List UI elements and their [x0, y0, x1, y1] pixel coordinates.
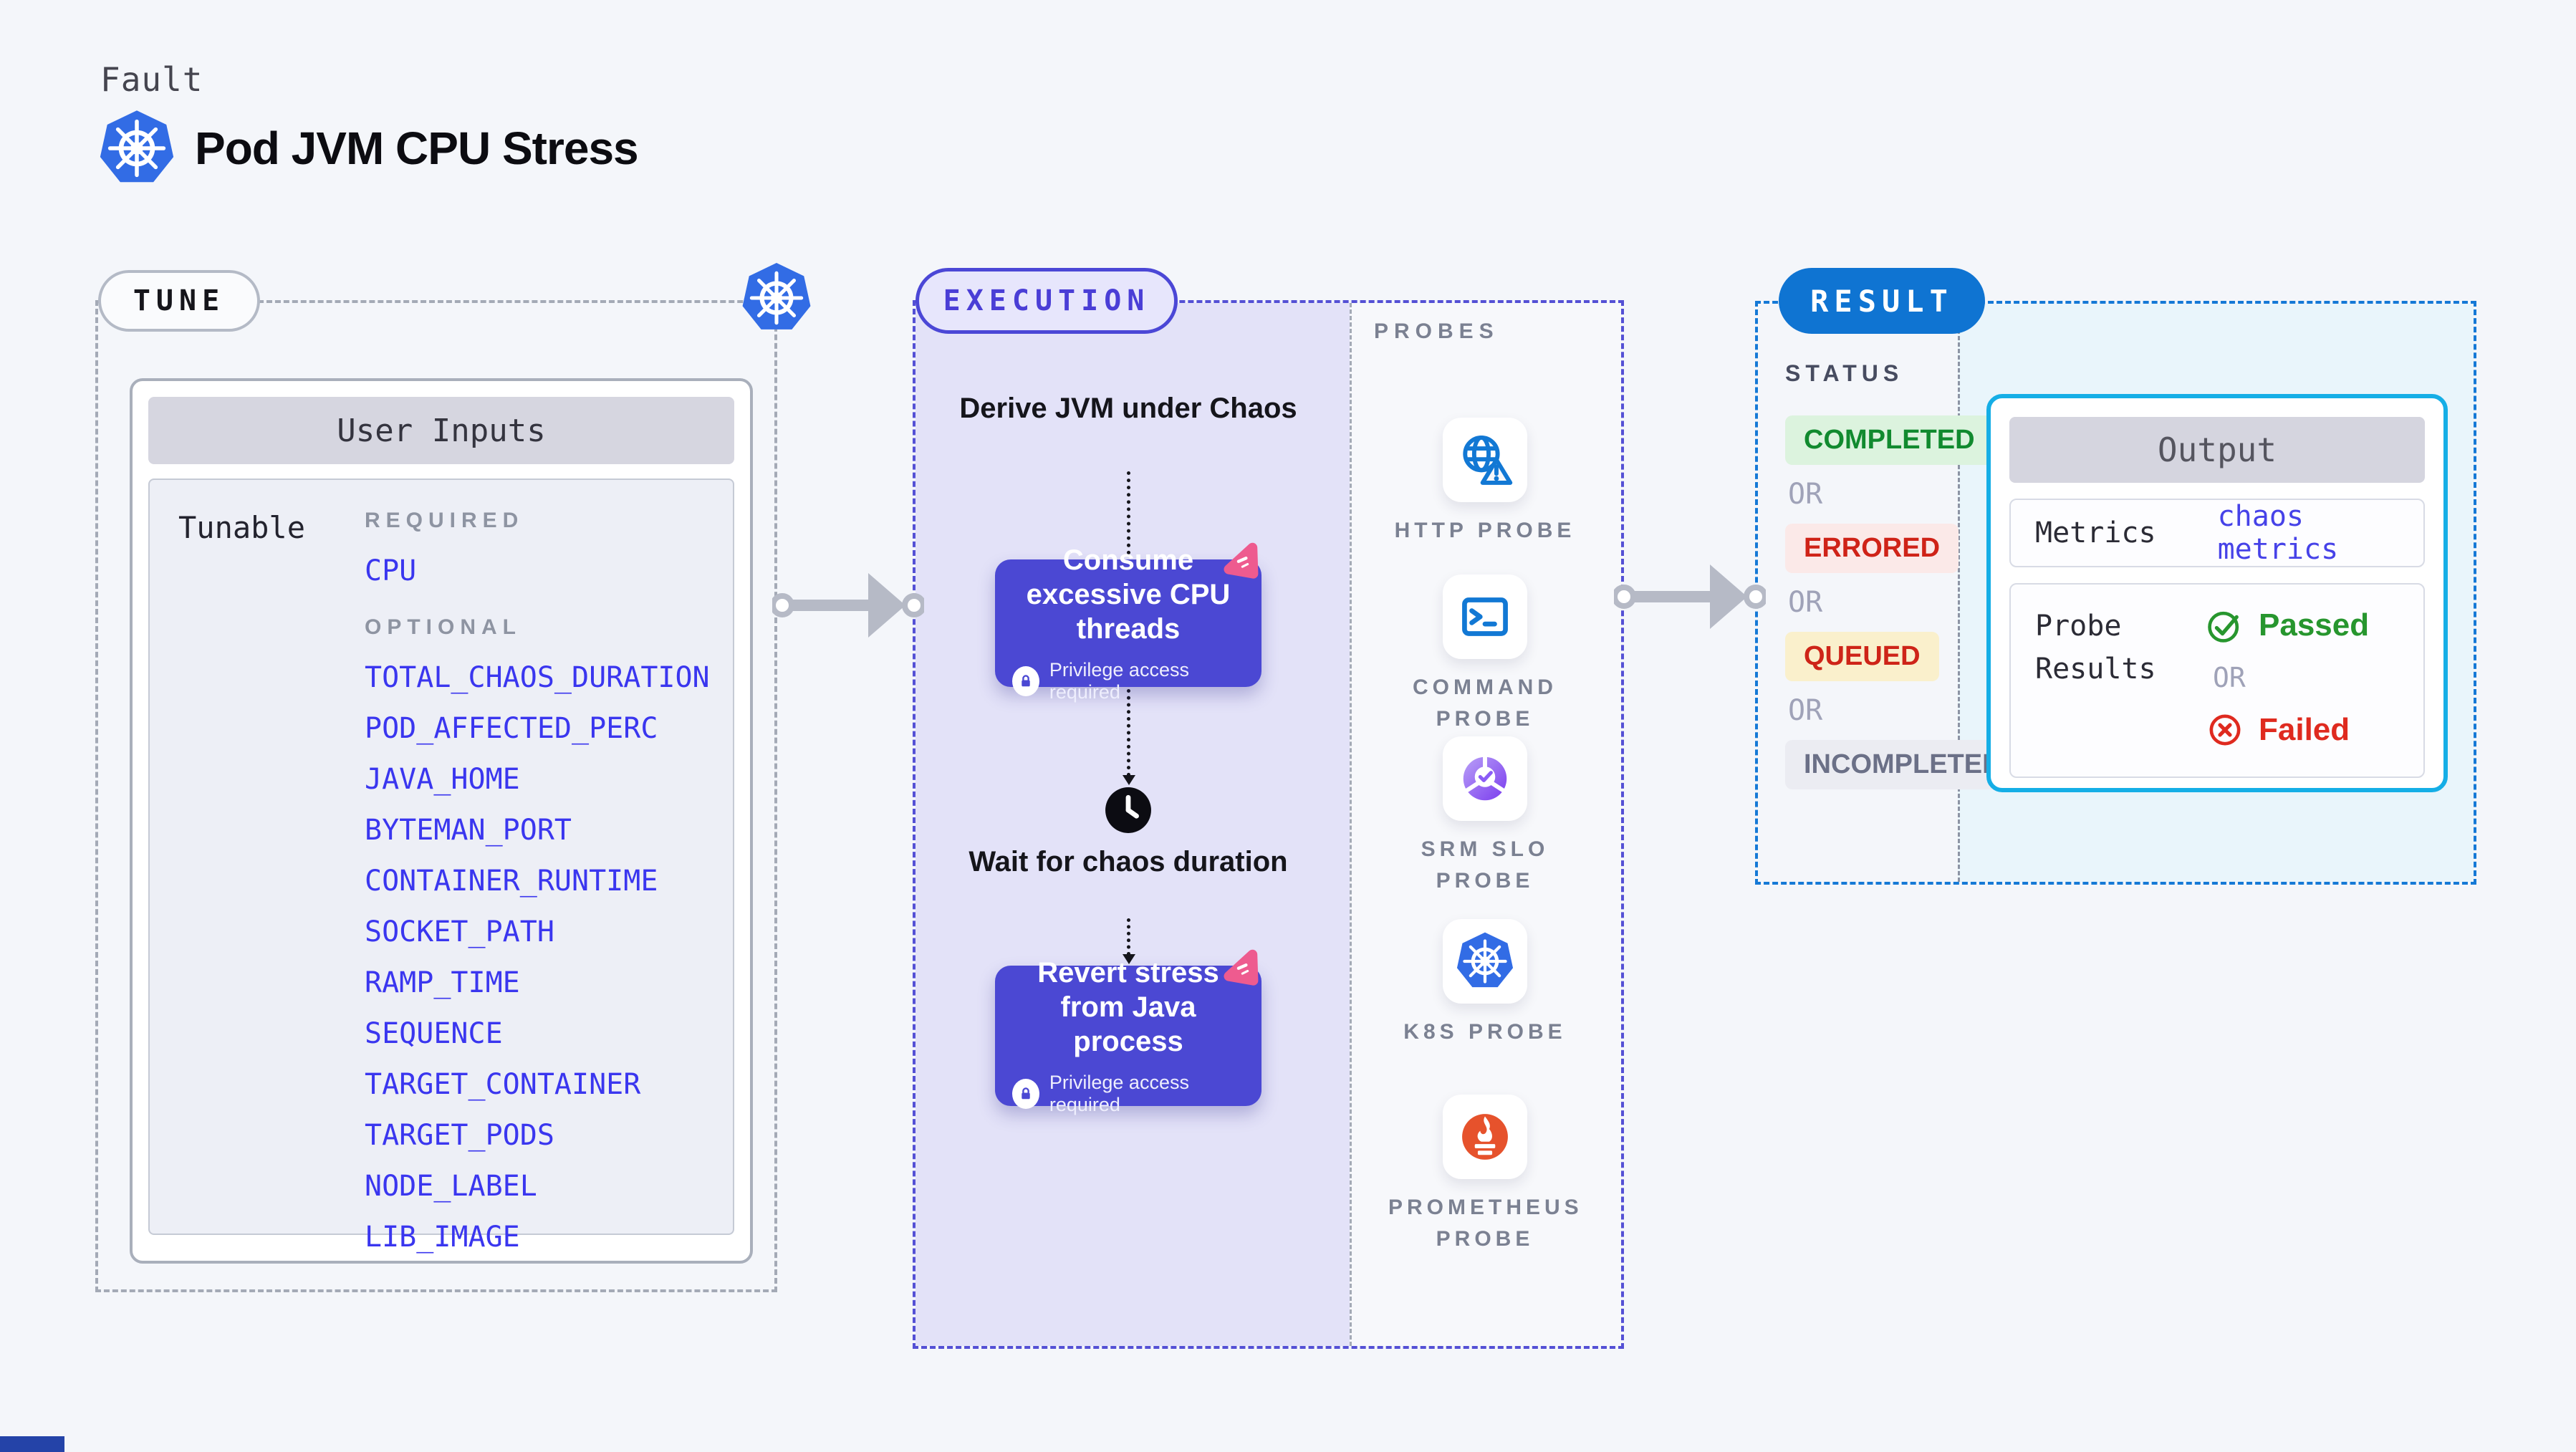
- revert-step-title: Revert stress from Java process: [1037, 957, 1219, 1057]
- status-heading: STATUS: [1785, 360, 1904, 386]
- status-badge: QUEUED: [1785, 632, 1939, 681]
- tunable-parameter: SEQUENCE: [365, 1017, 503, 1050]
- failed-line: Failed: [2204, 709, 2369, 751]
- tunable-parameter: NODE_LABEL: [365, 1170, 537, 1203]
- failed-text: Failed: [2259, 712, 2350, 747]
- tunable-parameter: JAVA_HOME: [365, 763, 520, 796]
- passed-line: Passed: [2204, 605, 2369, 646]
- probe-label: HTTP PROBE: [1394, 519, 1576, 542]
- or-separator: OR: [1788, 478, 1823, 511]
- x-circle-icon: [2209, 714, 2241, 746]
- lock-icon: [1012, 1079, 1039, 1109]
- flow-connector: [1127, 471, 1130, 554]
- tunable-parameter: TOTAL_CHAOS_DURATION: [365, 661, 710, 694]
- consume-step-title: Consume excessive CPU threads: [1026, 544, 1231, 645]
- derive-step-text: Derive JVM under Chaos: [959, 393, 1297, 424]
- tunable-parameter: TARGET_PODS: [365, 1119, 554, 1152]
- user-inputs-list: Tunable REQUIRED CPU OPTIONAL TOTAL_CHAO…: [148, 479, 734, 1254]
- probe-label: K8S PROBE: [1403, 1020, 1567, 1044]
- privilege-note: Privilege access required: [1012, 659, 1244, 703]
- metrics-label: Metrics: [2035, 516, 2156, 549]
- lock-icon: [1012, 666, 1039, 696]
- output-title: Output: [2009, 417, 2425, 483]
- flow-connector: [1123, 918, 1135, 964]
- probe-results-label: Probe Results: [2035, 610, 2156, 686]
- tunable-parameter: TARGET_CONTAINER: [365, 1068, 641, 1101]
- tunable-parameter: SOCKET_PATH: [365, 915, 554, 948]
- probes-heading: PROBES: [1374, 319, 1499, 343]
- terminal-icon: [1443, 574, 1527, 659]
- fault-eyebrow: Fault: [100, 60, 203, 99]
- tunable-parameter: BYTEMAN_PORT: [365, 814, 572, 847]
- probe-http: HTTP PROBE: [1378, 418, 1592, 547]
- probe-srm-slo: SRM SLO PROBE: [1378, 736, 1592, 896]
- partial-bottom-element: [0, 1436, 64, 1452]
- optional-heading: OPTIONAL: [365, 615, 522, 639]
- result-pill: RESULT: [1779, 268, 1985, 334]
- revert-stress-step: Revert stress from Java process Privileg…: [995, 957, 1261, 1115]
- consume-cpu-step: Consume excessive CPU threads Privilege …: [995, 544, 1261, 703]
- status-column: COMPLETED OR ERRORED OR QUEUED OR INCOMP…: [1785, 415, 2021, 789]
- probe-results-row: Probe Results Passed OR Faile: [2009, 583, 2425, 778]
- chaos-badge-icon: [1218, 537, 1267, 585]
- page-title: Pod JVM CPU Stress: [195, 122, 639, 174]
- or-separator: OR: [1788, 586, 1823, 619]
- probe-label: SRM SLO PROBE: [1421, 837, 1549, 893]
- privilege-note-text: Privilege access required: [1049, 1072, 1189, 1115]
- tunable-parameter: POD_AFFECTED_PERC: [365, 712, 658, 745]
- required-heading: REQUIRED: [365, 509, 524, 532]
- arrow-tune-to-execution: [772, 573, 924, 638]
- or-separator: OR: [2213, 662, 2246, 693]
- probe-label: COMMAND PROBE: [1413, 675, 1557, 731]
- metrics-row: Metrics chaos metrics: [2009, 499, 2425, 567]
- or-separator: OR: [1788, 694, 1823, 727]
- wait-step-text: Wait for chaos duration: [969, 846, 1288, 878]
- metrics-value: chaos metrics: [2217, 500, 2339, 566]
- user-inputs-title: User Inputs: [148, 397, 734, 464]
- tunable-label: Tunable: [178, 510, 306, 545]
- tune-section-box: [95, 300, 777, 1292]
- tunable-parameter: CPU: [365, 554, 417, 587]
- privilege-note-text: Privilege access required: [1049, 659, 1189, 703]
- kubernetes-icon: [97, 109, 176, 189]
- tunable-parameter: RAMP_TIME: [365, 966, 520, 999]
- status-badge: INCOMPLETED: [1785, 740, 2021, 789]
- tune-pill: TUNE: [98, 270, 260, 332]
- flow-connector: [1123, 689, 1135, 785]
- kubernetes-icon: [740, 261, 813, 337]
- prometheus-icon: [1443, 1095, 1527, 1179]
- passed-text: Passed: [2259, 607, 2370, 643]
- slo-donut-icon: [1443, 736, 1527, 821]
- kubernetes-icon: [1443, 919, 1527, 1004]
- privilege-note: Privilege access required: [1012, 1072, 1244, 1116]
- output-card: Output Metrics chaos metrics Probe Resul…: [1986, 394, 2448, 792]
- chaos-badge-icon: [1218, 943, 1267, 992]
- probe-command: COMMAND PROBE: [1378, 574, 1592, 734]
- user-inputs-card: User Inputs Tunable REQUIRED CPU OPTIONA…: [130, 378, 753, 1264]
- arrow-execution-to-result: [1614, 564, 1766, 629]
- status-badge: COMPLETED: [1785, 415, 1994, 465]
- execution-pill: EXECUTION: [915, 268, 1178, 334]
- tunable-parameter: CONTAINER_RUNTIME: [365, 865, 658, 898]
- probe-results-values: Passed OR Failed: [2204, 605, 2369, 756]
- clock-icon: [1104, 786, 1153, 835]
- probe-prometheus: PROMETHEUS PROBE: [1378, 1095, 1592, 1254]
- tunable-parameters-column: REQUIRED CPU OPTIONAL TOTAL_CHAOS_DURATI…: [365, 509, 710, 1254]
- globe-alert-icon: [1443, 418, 1527, 502]
- status-badge: ERRORED: [1785, 524, 1959, 573]
- tunable-parameter: LIB_IMAGE: [365, 1221, 520, 1254]
- probe-label: PROMETHEUS PROBE: [1388, 1196, 1583, 1251]
- probe-k8s: K8S PROBE: [1378, 919, 1592, 1048]
- check-circle-icon: [2208, 611, 2239, 643]
